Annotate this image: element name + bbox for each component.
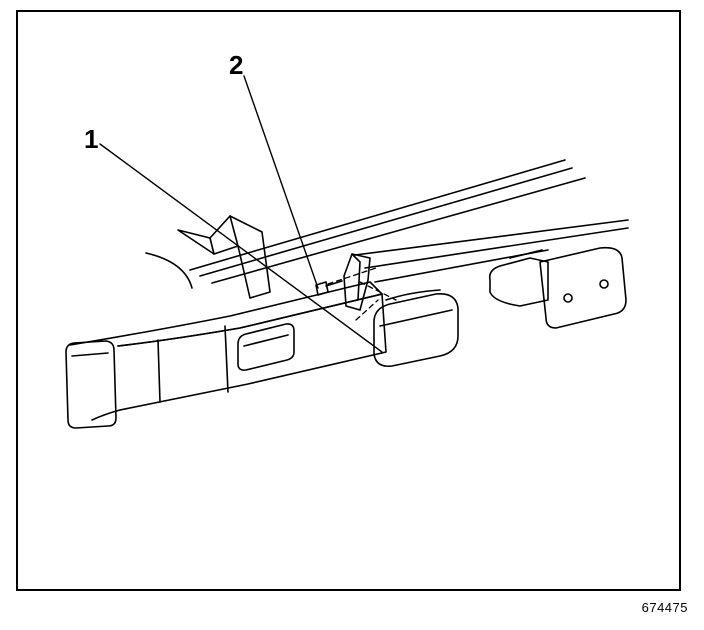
figure-number: 674475	[641, 600, 688, 615]
bumper-end-cap	[65, 340, 117, 429]
receiver-bracket	[488, 246, 627, 329]
bolt	[315, 280, 343, 296]
leader-lines	[99, 75, 383, 353]
callout-2-label: 2	[229, 50, 244, 80]
callout-2-leader	[243, 75, 319, 289]
bumper-pad	[237, 323, 295, 371]
bumper-beam	[69, 252, 387, 421]
mounting-tab	[343, 253, 371, 311]
frame-rail	[189, 159, 629, 284]
alignment-lines	[327, 267, 397, 321]
diagram-frame	[16, 10, 681, 591]
callout-1-leader	[99, 143, 383, 353]
callout-1-label: 1	[84, 124, 99, 154]
step-pad-cover	[373, 289, 459, 368]
